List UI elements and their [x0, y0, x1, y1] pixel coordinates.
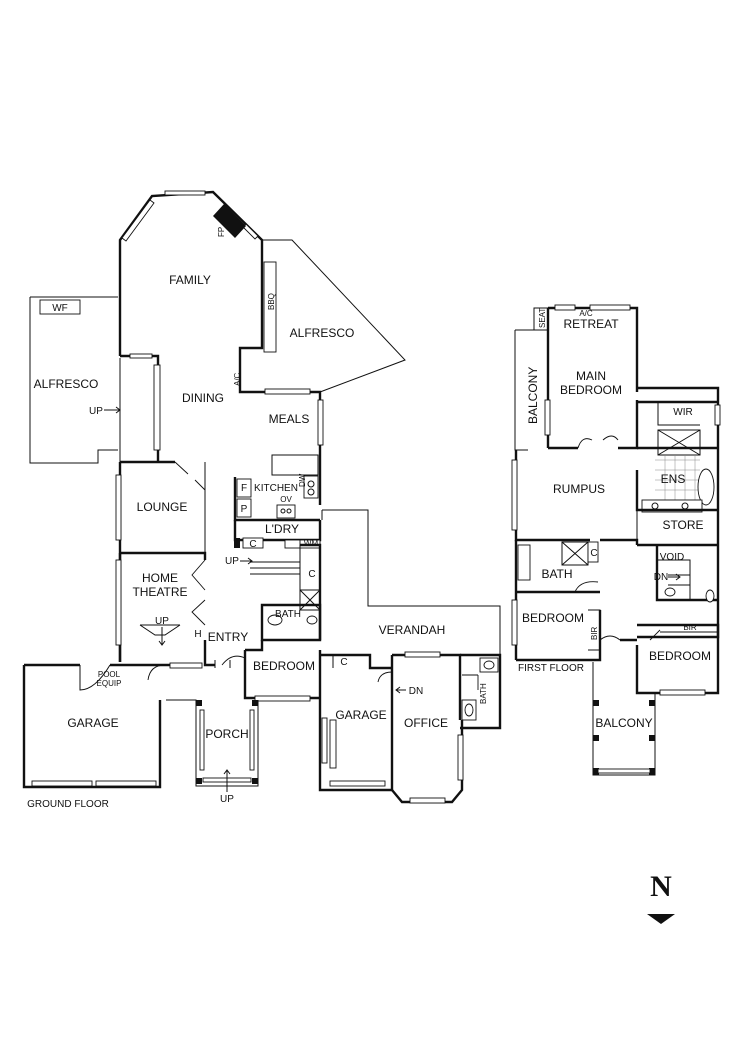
- laundry-cupboard-label: C: [249, 539, 256, 550]
- room-label-porch: PORCH: [205, 727, 248, 741]
- room-label-store: STORE: [662, 518, 703, 532]
- first-floor-plan: [511, 304, 721, 776]
- room-label-dining: DINING: [182, 391, 224, 405]
- dn-label-office: DN: [409, 686, 423, 697]
- up-label-porch: UP: [220, 794, 234, 805]
- h-mark-label: H: [194, 629, 201, 640]
- fireplace-icon: [213, 204, 246, 238]
- pantry-label: P: [241, 504, 248, 515]
- wood-fire-label: WF: [52, 303, 68, 314]
- room-label-garage-west: GARAGE: [67, 716, 118, 730]
- arrow-right-icon: [104, 406, 121, 414]
- arrow-down-icon: [158, 627, 166, 646]
- room-label-lounge: LOUNGE: [137, 500, 188, 514]
- hall-cupboard-label: C: [308, 569, 315, 580]
- up-label-alfresco: UP: [89, 406, 103, 417]
- ac-label-first: A/C: [579, 309, 593, 318]
- first-floor-labels: SEAT A/C RETREAT BALCONY MAIN BEDROOM WI…: [518, 308, 711, 730]
- room-label-alfresco-east: ALFRESCO: [290, 326, 355, 340]
- pool-equip-label-1: POOL: [98, 670, 121, 679]
- room-label-bedroom-west: BEDROOM: [522, 611, 584, 625]
- oven-label: OV: [280, 495, 292, 504]
- dn-label-first: DN: [654, 572, 668, 583]
- room-label-family: FAMILY: [169, 273, 211, 287]
- cupboard-label-first: C: [590, 548, 597, 559]
- fridge-label: F: [241, 483, 247, 494]
- compass: N: [647, 870, 675, 924]
- washing-machine-label: WM: [304, 539, 319, 548]
- ground-floor-title: GROUND FLOOR: [27, 799, 109, 810]
- pool-equip-label-2: EQUIP: [97, 679, 122, 688]
- fireplace-label: FP: [217, 227, 226, 237]
- room-label-laundry: L'DRY: [265, 522, 299, 536]
- room-label-bedroom-ground: BEDROOM: [253, 659, 315, 673]
- ac-label: A/C: [233, 372, 242, 386]
- room-label-meals: MEALS: [269, 412, 310, 426]
- up-label-stairs: UP: [225, 556, 239, 567]
- arrow-up-icon: [223, 769, 231, 792]
- room-label-retreat: RETREAT: [563, 317, 619, 331]
- north-arrow-icon: [647, 914, 675, 924]
- room-label-balcony-west: BALCONY: [526, 367, 540, 424]
- room-label-wir: WIR: [673, 407, 692, 418]
- bir-label-west: BIR: [590, 626, 599, 640]
- room-label-bath-first: BATH: [541, 567, 572, 581]
- room-label-ens: ENS: [661, 472, 686, 486]
- room-label-alfresco-west: ALFRESCO: [34, 377, 99, 391]
- room-label-bath-office: BATH: [479, 683, 488, 704]
- first-floor-title: FIRST FLOOR: [518, 663, 584, 674]
- room-label-balcony-south: BALCONY: [595, 716, 652, 730]
- room-label-garage-east: GARAGE: [335, 708, 386, 722]
- bbq-label: BBQ: [267, 293, 276, 310]
- arrow-left-icon: [395, 686, 406, 694]
- up-label-theatre: UP: [155, 616, 169, 627]
- room-label-office: OFFICE: [404, 716, 448, 730]
- ground-floor-plan: [22, 190, 502, 804]
- arrow-right-icon: [668, 573, 681, 581]
- room-label-theatre: THEATRE: [132, 585, 187, 599]
- room-label-main-bedroom: BEDROOM: [560, 383, 622, 397]
- north-label: N: [650, 870, 672, 903]
- room-label-bedroom-east: BEDROOM: [649, 649, 711, 663]
- room-label-kitchen: KITCHEN: [254, 483, 298, 494]
- room-label-home: HOME: [142, 571, 178, 585]
- dishwasher-label: DW: [298, 473, 307, 487]
- room-label-void: VOID: [660, 552, 684, 563]
- bir-label-east: BIR: [683, 623, 697, 632]
- room-label-entry: ENTRY: [208, 630, 248, 644]
- room-label-verandah: VERANDAH: [379, 623, 446, 637]
- ground-floor-labels: FAMILY FP BBQ ALFRESCO ALFRESCO WF A/C D…: [27, 227, 488, 810]
- room-label-rumpus: RUMPUS: [553, 482, 605, 496]
- seat-label: SEAT: [538, 308, 547, 328]
- room-label-bath-entry: BATH: [275, 609, 301, 620]
- arrow-right-icon: [240, 557, 253, 565]
- bedroom-cupboard-label: C: [340, 657, 347, 668]
- room-label-main: MAIN: [576, 369, 606, 383]
